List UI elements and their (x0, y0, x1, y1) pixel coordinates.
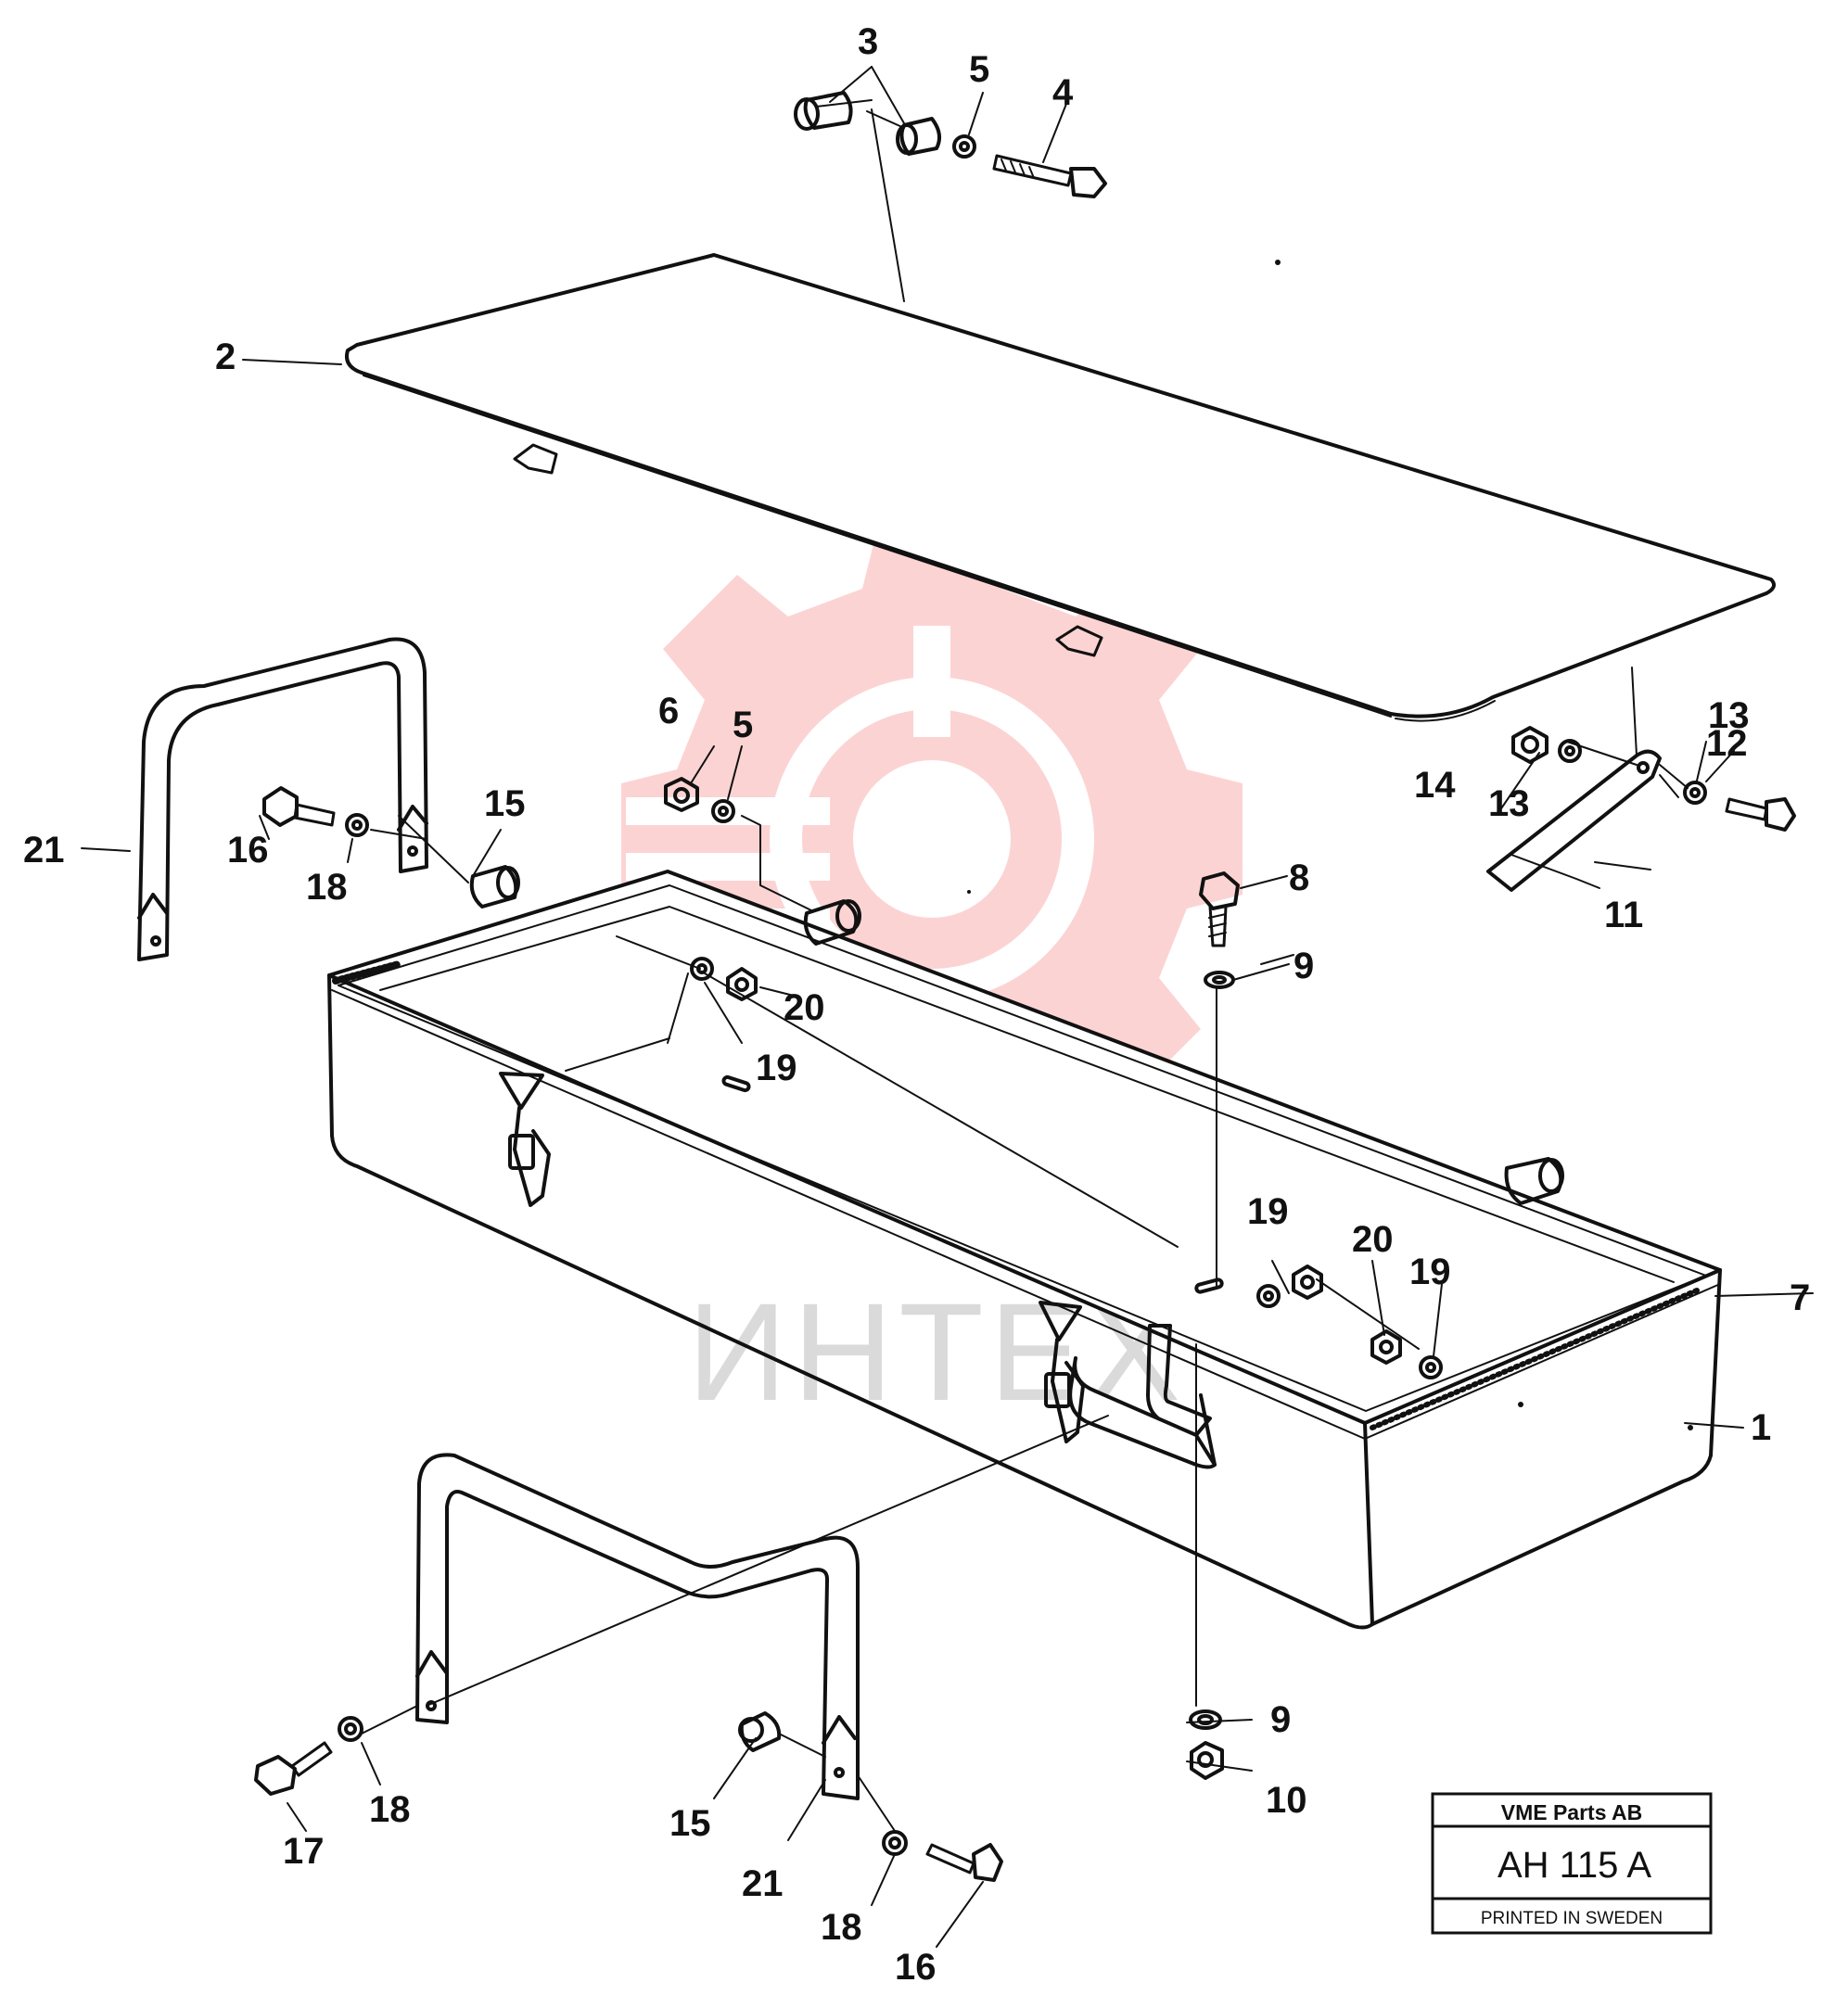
upper-left-fasteners (262, 786, 520, 909)
label-part-19-right: 19 (1409, 1252, 1451, 1292)
label-part-10: 10 (1266, 1780, 1307, 1821)
bolt-8-washer-9 (1199, 871, 1240, 989)
label-part-6: 6 (658, 691, 679, 731)
label-part-7: 7 (1790, 1277, 1810, 1318)
bottom-fasteners (254, 1709, 1224, 1882)
label-part-13-upper: 13 (1708, 695, 1750, 736)
leader-lines (81, 66, 1814, 1948)
label-part-15-lower: 15 (669, 1803, 711, 1844)
title-block-company: VME Parts AB (1501, 1800, 1643, 1824)
label-part-18-lower-right: 18 (821, 1907, 862, 1948)
lid-side-fasteners (1511, 726, 1796, 832)
label-part-11: 11 (1604, 895, 1643, 935)
support-arm (1486, 749, 1662, 892)
label-part-15-upper: 15 (484, 783, 526, 824)
label-part-21-lower: 21 (742, 1863, 784, 1904)
label-part-4: 4 (1052, 72, 1074, 113)
label-part-1: 1 (1751, 1407, 1771, 1448)
label-part-19-mid: 19 (1247, 1191, 1289, 1232)
title-block-drawing-number: AH 115 A (1498, 1845, 1651, 1886)
label-part-5-mid: 5 (733, 705, 753, 745)
label-part-2: 2 (215, 337, 236, 377)
label-part-9-upper: 9 (1294, 946, 1314, 986)
label-part-16-upper: 16 (227, 830, 269, 871)
latch-left (499, 1072, 551, 1207)
label-part-17: 17 (283, 1831, 325, 1872)
handle-lower (415, 1453, 860, 1800)
label-part-16-lower: 16 (895, 1947, 937, 1988)
label-part-21-upper: 21 (23, 830, 65, 871)
label-part-9-lower: 9 (1270, 1699, 1291, 1740)
title-block-printed: PRINTED IN SWEDEN (1481, 1909, 1663, 1928)
part-labels: 1 2 3 4 5 5 6 7 8 9 9 10 11 12 13 13 14 … (23, 21, 1810, 1988)
lid-panel (345, 253, 1777, 722)
inner-fasteners-lower (1256, 1265, 1443, 1379)
label-part-18-lower-left: 18 (369, 1789, 411, 1830)
label-part-3: 3 (858, 21, 878, 62)
label-part-13-lower: 13 (1488, 783, 1530, 824)
label-part-18-upper: 18 (306, 867, 348, 908)
label-part-14: 14 (1414, 765, 1456, 806)
handle-upper (137, 637, 428, 961)
label-part-20-upper: 20 (784, 987, 825, 1028)
label-part-12: 12 (1706, 723, 1748, 764)
mid-fasteners (664, 777, 735, 823)
label-part-5-top: 5 (969, 49, 989, 90)
label-part-19-upper: 19 (756, 1048, 797, 1088)
hinge-fasteners (794, 91, 1107, 198)
title-block: VME Parts AB AH 115 A PRINTED IN SWEDEN (1431, 1792, 1713, 1935)
label-part-8: 8 (1289, 858, 1309, 898)
print-specks (967, 260, 1693, 1430)
label-part-20-lower: 20 (1352, 1219, 1394, 1260)
latch-right (1039, 1301, 1085, 1443)
